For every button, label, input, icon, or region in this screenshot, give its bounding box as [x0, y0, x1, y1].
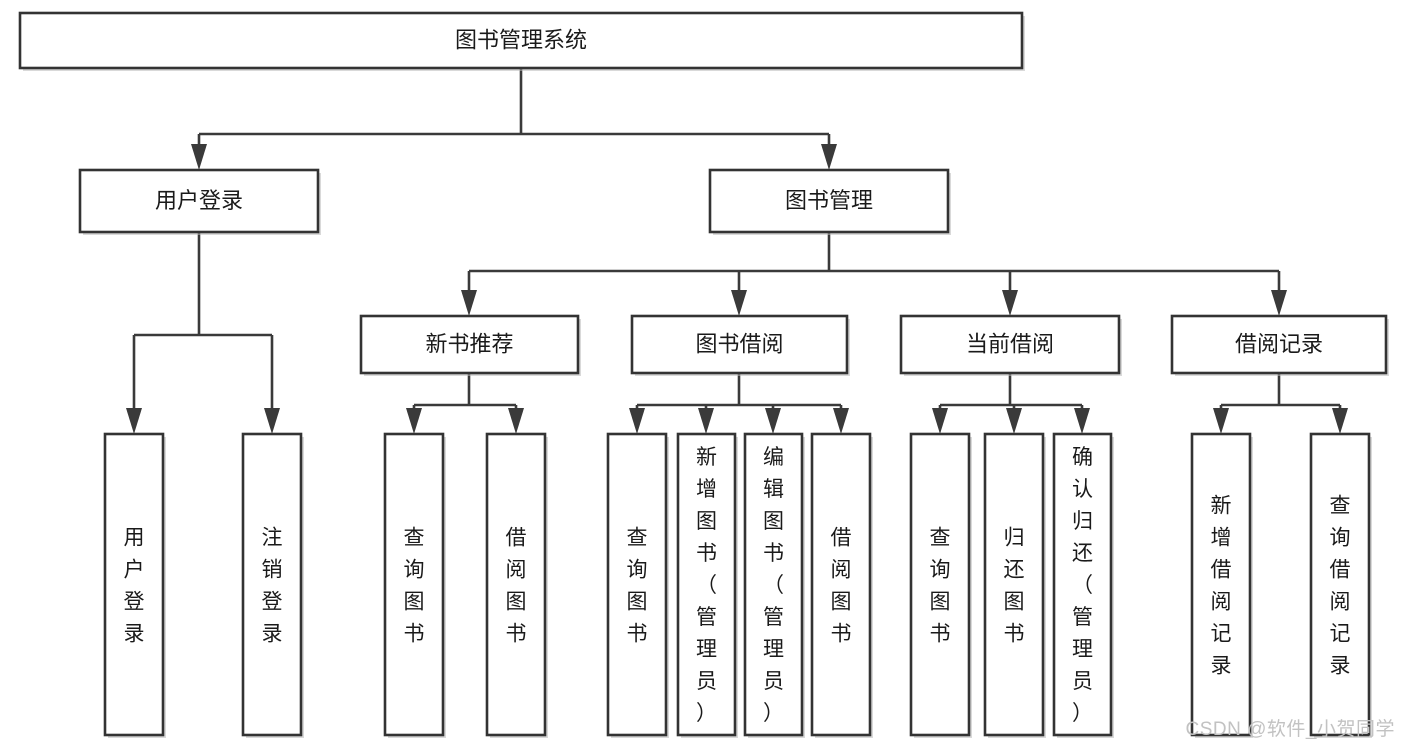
node-leaf-user-logout[interactable]: 注销登录: [241, 432, 304, 738]
node-root[interactable]: 图书管理系统: [18, 11, 1025, 71]
node-label-leaf-query-book-borrow: 查询图书: [627, 527, 648, 646]
node-label-leaf-query-book-recommend: 查询图书: [404, 527, 425, 646]
node-box-root[interactable]: [18, 11, 1024, 70]
node-borrow-record[interactable]: 借阅记录: [1170, 314, 1389, 376]
node-label-leaf-query-book-current: 查询图书: [930, 527, 951, 646]
node-new-book-recommend[interactable]: 新书推荐: [359, 314, 581, 376]
node-label-borrow-record: 借阅记录: [1235, 331, 1323, 356]
node-label-leaf-add-borrow-record: 新增借阅记录: [1211, 495, 1232, 678]
connector-conn-bookmanage-to-level3: [461, 232, 1287, 316]
node-box-leaf-query-book-recommend[interactable]: [383, 432, 445, 737]
node-leaf-add-borrow-record[interactable]: 新增借阅记录: [1190, 432, 1253, 738]
node-box-book-borrow[interactable]: [630, 314, 849, 375]
node-label-leaf-query-borrow-record: 查询借阅记录: [1330, 495, 1351, 678]
node-leaf-borrow-book[interactable]: 借阅图书: [810, 432, 873, 738]
node-layer: 图书管理系统用户登录图书管理新书推荐图书借阅当前借阅借阅记录用户登录注销登录查询…: [18, 11, 1389, 738]
connector-conn-userlogin-to-leaves: [126, 232, 280, 434]
connector-conn-bookborrow-to-leaves: [629, 373, 849, 434]
node-label-leaf-user-login: 用户登录: [124, 527, 145, 646]
node-box-book-manage[interactable]: [708, 168, 950, 234]
node-box-leaf-add-borrow-record[interactable]: [1190, 432, 1252, 737]
node-book-borrow[interactable]: 图书借阅: [630, 314, 850, 376]
node-box-leaf-return-book[interactable]: [983, 432, 1045, 737]
node-label-leaf-user-logout: 注销登录: [262, 527, 283, 646]
node-leaf-edit-book-admin[interactable]: 编辑图书（管理员）: [743, 432, 805, 738]
node-label-leaf-edit-book-admin: 编辑图书（管理员）: [763, 446, 784, 725]
node-leaf-add-book-admin[interactable]: 新增图书（管理员）: [676, 432, 738, 738]
node-label-leaf-add-book-admin: 新增图书（管理员）: [696, 446, 717, 725]
node-box-leaf-borrow-book-recommend[interactable]: [485, 432, 547, 737]
node-label-new-book-recommend: 新书推荐: [425, 331, 513, 356]
node-box-new-book-recommend[interactable]: [359, 314, 580, 375]
node-leaf-query-borrow-record[interactable]: 查询借阅记录: [1309, 432, 1372, 738]
node-label-book-borrow: 图书借阅: [695, 331, 783, 356]
node-label-leaf-confirm-return-admin: 确认归还（管理员）: [1072, 446, 1093, 725]
node-leaf-user-login[interactable]: 用户登录: [103, 432, 166, 738]
node-box-leaf-user-login[interactable]: [103, 432, 165, 737]
connector-conn-recommend-to-leaves: [406, 373, 524, 434]
node-label-leaf-borrow-book: 借阅图书: [831, 527, 852, 646]
node-box-leaf-edit-book-admin[interactable]: [743, 432, 804, 737]
node-box-user-login[interactable]: [78, 168, 320, 234]
node-book-manage[interactable]: 图书管理: [708, 168, 951, 235]
node-label-root: 图书管理系统: [455, 27, 587, 52]
node-leaf-confirm-return-admin[interactable]: 确认归还（管理员）: [1052, 432, 1114, 738]
node-label-user-login: 用户登录: [155, 188, 243, 213]
node-box-leaf-query-book-borrow[interactable]: [606, 432, 668, 737]
node-leaf-return-book[interactable]: 归还图书: [983, 432, 1046, 738]
node-label-book-manage: 图书管理: [785, 188, 873, 213]
node-leaf-query-book-borrow[interactable]: 查询图书: [606, 432, 669, 738]
node-box-current-borrow[interactable]: [899, 314, 1121, 375]
node-box-leaf-confirm-return-admin[interactable]: [1052, 432, 1113, 737]
node-leaf-query-book-current[interactable]: 查询图书: [909, 432, 972, 738]
watermark-label: CSDN @软件_小贺同学: [1185, 719, 1395, 740]
connector-layer: [126, 68, 1348, 434]
node-box-leaf-query-book-current[interactable]: [909, 432, 971, 737]
node-label-current-borrow: 当前借阅: [966, 331, 1054, 356]
connector-conn-borrowrecord-to-leaves: [1213, 373, 1348, 434]
node-leaf-borrow-book-recommend[interactable]: 借阅图书: [485, 432, 548, 738]
node-box-leaf-user-logout[interactable]: [241, 432, 303, 737]
node-user-login[interactable]: 用户登录: [78, 168, 321, 235]
node-current-borrow[interactable]: 当前借阅: [899, 314, 1122, 376]
node-box-borrow-record[interactable]: [1170, 314, 1388, 375]
node-leaf-query-book-recommend[interactable]: 查询图书: [383, 432, 446, 738]
node-box-leaf-query-borrow-record[interactable]: [1309, 432, 1371, 737]
node-box-leaf-add-book-admin[interactable]: [676, 432, 737, 737]
node-box-leaf-borrow-book[interactable]: [810, 432, 872, 737]
node-label-leaf-return-book: 归还图书: [1004, 527, 1025, 646]
node-label-leaf-borrow-book-recommend: 借阅图书: [506, 527, 527, 646]
connector-conn-root-to-level2: [191, 68, 837, 170]
connector-conn-currentborrow-to-leaves: [932, 373, 1090, 434]
